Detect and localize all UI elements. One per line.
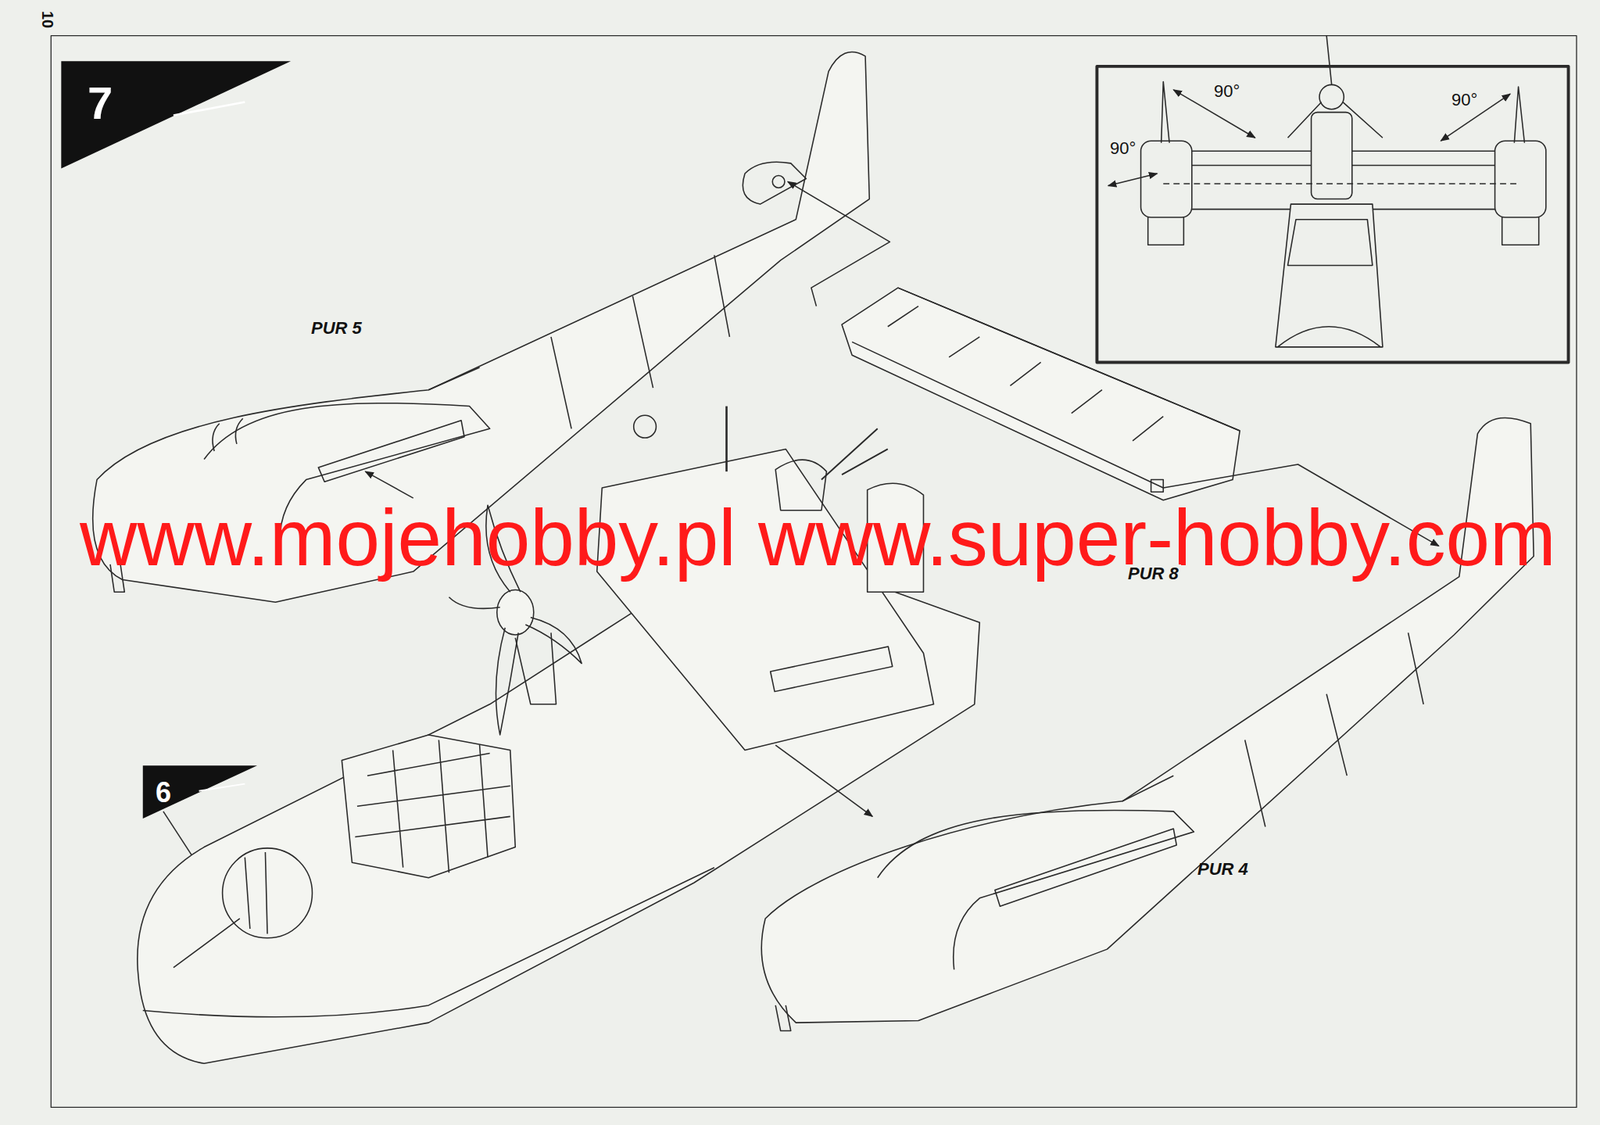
watermark: www.mojehobby.pl www.super-hobby.com	[79, 494, 1557, 583]
wing-part	[841, 287, 1240, 501]
part-number: PUR 8	[1125, 564, 1182, 584]
step-number: 7	[87, 78, 113, 129]
inset-view	[1096, 35, 1568, 363]
part-number: PUR 4	[1197, 859, 1249, 879]
angle-label: 90°	[1213, 82, 1240, 101]
step-badge	[143, 765, 258, 819]
angle-label: 90°	[1109, 139, 1136, 158]
step-badge-mark	[199, 783, 246, 792]
page-number: 10	[39, 10, 57, 29]
step-badge	[60, 60, 291, 169]
step-badge-mark	[173, 102, 245, 116]
step-number: 6	[155, 776, 172, 809]
angle-label: 90°	[1451, 90, 1478, 110]
page-frame	[50, 35, 1577, 1108]
part-number: PUR 5	[311, 318, 362, 338]
